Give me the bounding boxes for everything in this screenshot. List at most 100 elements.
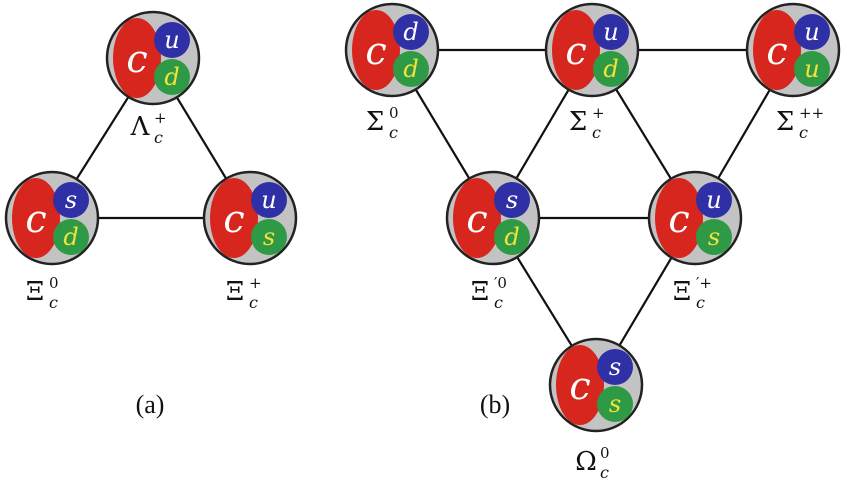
baryon-subscript: c	[249, 293, 258, 312]
light-quark-1-label: u	[603, 18, 618, 46]
light-quark-1-label: u	[261, 186, 276, 214]
baryon-subscript: c	[799, 123, 808, 142]
baryon-subscript: c	[49, 293, 58, 312]
light-quark-1-shape	[393, 14, 429, 50]
light-quark-2-shape	[696, 219, 732, 255]
baryon-label-sigma_c_plusplus: Σ ++c	[776, 104, 824, 142]
baryon-symbol: Σ	[569, 107, 587, 137]
light-quark-2-label: d	[603, 55, 618, 83]
light-quark-1-shape	[794, 14, 830, 50]
baryon-superscript: +	[249, 274, 262, 292]
charm-quark-shape	[453, 178, 501, 258]
baryon-superscript: 0	[600, 444, 610, 462]
panel-b-label: (b)	[480, 390, 510, 419]
baryon-subscript: c	[696, 293, 705, 312]
light-quark-1-shape	[696, 182, 732, 218]
light-quark-2-shape	[154, 59, 190, 95]
charm-quark-label: c	[766, 29, 787, 73]
baryon-subscript: c	[494, 293, 503, 312]
baryon-symbol: Λ	[130, 112, 151, 142]
light-quark-1-label: u	[164, 26, 179, 54]
baryon-symbol: Ξ	[673, 277, 691, 307]
baryon-symbol: Ξ	[26, 277, 44, 307]
charm-quark-shape	[552, 10, 600, 90]
light-quark-2-label: d	[504, 223, 519, 251]
charm-quark-shape	[12, 178, 60, 258]
light-quark-2-label: s	[708, 223, 720, 251]
light-quark-2-label: d	[63, 223, 78, 251]
baryon-label-xi_c_plus: Ξ +c	[226, 274, 262, 312]
panel-a-label: (a)	[136, 390, 165, 419]
light-quark-1-shape	[494, 182, 530, 218]
baryon-subscript: c	[389, 123, 398, 142]
baryon-symbol: Ξ	[471, 277, 489, 307]
charm-quark-label: c	[223, 197, 244, 241]
light-quark-2-shape	[494, 219, 530, 255]
charm-quark-shape	[655, 178, 703, 258]
charm-quark-label: c	[126, 37, 147, 81]
baryon-superscript: +	[592, 104, 605, 122]
light-quark-1-shape	[53, 182, 89, 218]
charm-quark-label: c	[25, 197, 46, 241]
baryon-label-lambda_c_plus: Λ+c	[130, 109, 167, 147]
charm-quark-shape	[556, 345, 604, 425]
baryon-superscript: 0	[49, 274, 59, 292]
light-quark-2-shape	[794, 51, 830, 87]
light-quark-1-label: u	[804, 18, 819, 46]
baryon-symbol: Σ	[776, 107, 794, 137]
baryon-subscript: c	[154, 128, 163, 147]
light-quark-2-label: d	[164, 63, 179, 91]
light-quark-2-shape	[251, 219, 287, 255]
light-quark-1-label: s	[506, 186, 518, 214]
charm-quark-shape	[210, 178, 258, 258]
charm-quark-label: c	[565, 29, 586, 73]
light-quark-1-shape	[251, 182, 287, 218]
light-quark-2-label: s	[609, 390, 621, 418]
charm-quark-label: c	[569, 364, 590, 408]
baryon-superscript: ′+	[696, 274, 712, 292]
light-quark-1-label: s	[65, 186, 77, 214]
light-quark-2-shape	[597, 386, 633, 422]
light-quark-2-shape	[53, 219, 89, 255]
baryon-superscript: ′0	[494, 274, 507, 292]
baryon-label-xi_c_prime_plus: Ξ ′+c	[673, 274, 712, 312]
charm-quark-shape	[113, 18, 161, 98]
charm-quark-label: c	[466, 197, 487, 241]
light-quark-2-label: s	[263, 223, 275, 251]
charm-quark-label: c	[365, 29, 386, 73]
baryon-superscript: +	[154, 109, 167, 127]
light-quark-1-label: u	[706, 186, 721, 214]
baryon-superscript: 0	[389, 104, 399, 122]
baryon-symbol: Σ	[366, 107, 384, 137]
light-quark-1-shape	[154, 22, 190, 58]
light-quark-2-shape	[593, 51, 629, 87]
baryon-superscript: ++	[799, 104, 824, 122]
light-quark-2-shape	[393, 51, 429, 87]
baryon-symbol: Ξ	[226, 277, 244, 307]
baryon-subscript: c	[600, 463, 609, 482]
light-quark-1-shape	[597, 349, 633, 385]
charm-quark-label: c	[668, 197, 689, 241]
light-quark-2-label: u	[804, 55, 819, 83]
baryon-symbol: Ω	[575, 447, 597, 477]
charm-quark-shape	[352, 10, 400, 90]
light-quark-1-shape	[593, 14, 629, 50]
baryon-subscript: c	[592, 123, 601, 142]
light-quark-1-label: d	[403, 18, 418, 46]
light-quark-2-label: d	[403, 55, 418, 83]
